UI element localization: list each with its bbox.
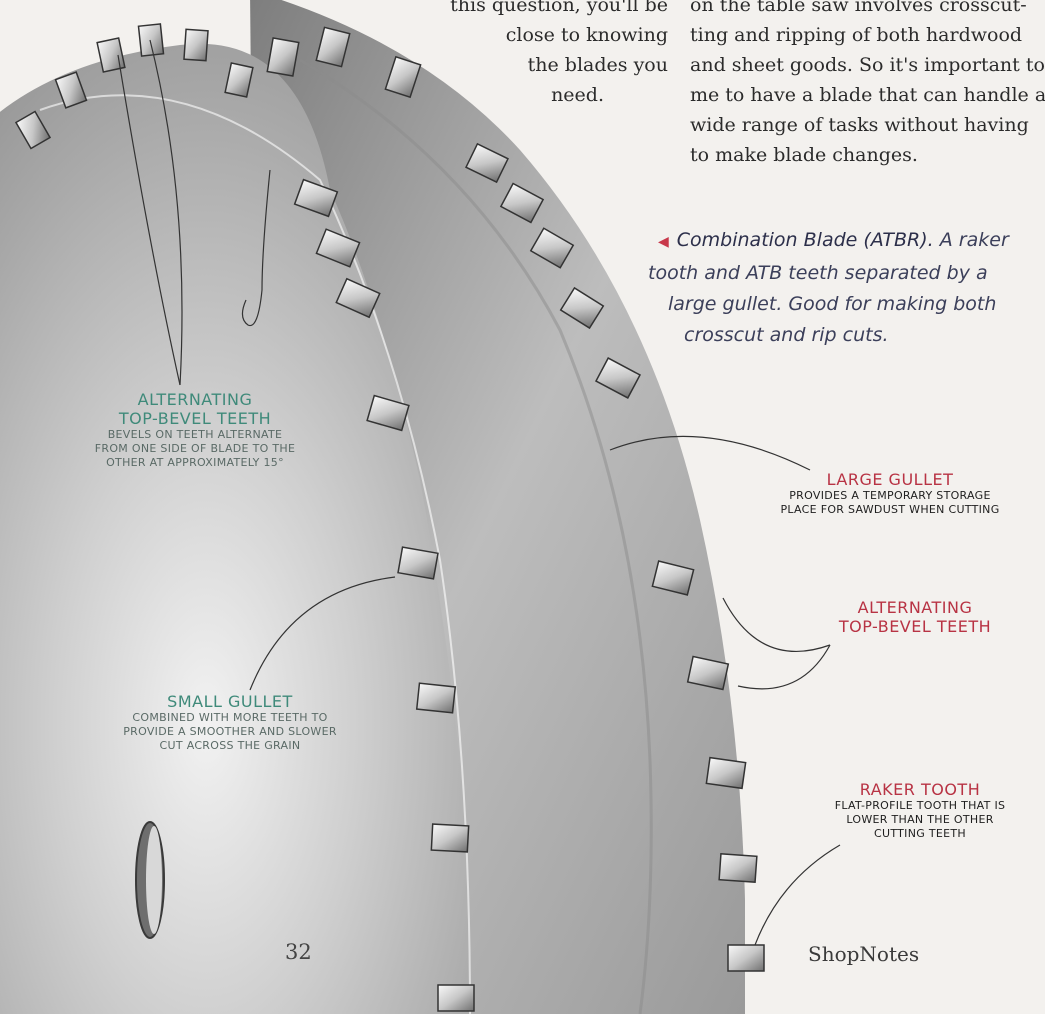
- label-description: FROM ONE SIDE OF BLADE TO THE: [40, 442, 350, 456]
- body-line: this question, you'll be: [400, 0, 668, 20]
- label-raker-tooth: RAKER TOOTH FLAT-PROFILE TOOTH THAT IS L…: [790, 780, 1045, 841]
- leader-raker: [755, 845, 840, 945]
- label-description: COMBINED WITH MORE TEETH TO: [60, 711, 400, 725]
- figure-caption: ◀ Combination Blade (ATBR). A raker tooth…: [648, 225, 1045, 351]
- caption-line: A raker: [940, 229, 1009, 251]
- leader-atb-right-2: [738, 645, 830, 689]
- body-line: to make blade changes.: [690, 140, 1045, 170]
- label-description: OTHER AT APPROXIMATELY 15°: [40, 456, 350, 470]
- label-description: PROVIDE A SMOOTHER AND SLOWER: [60, 725, 400, 739]
- label-small-gullet: SMALL GULLET COMBINED WITH MORE TEETH TO…: [60, 692, 400, 753]
- triangle-left-icon: ◀: [658, 234, 669, 250]
- label-description: PROVIDES A TEMPORARY STORAGE: [720, 489, 1045, 503]
- label-heading: RAKER TOOTH: [790, 780, 1045, 799]
- caption-line: tooth and ATB teeth separated by a: [648, 258, 1045, 289]
- label-description: CUT ACROSS THE GRAIN: [60, 739, 400, 753]
- body-line: the blades you: [400, 50, 668, 80]
- label-description: FLAT-PROFILE TOOTH THAT IS: [790, 799, 1045, 813]
- caption-line: crosscut and rip cuts.: [648, 320, 1045, 351]
- label-description: LOWER THAN THE OTHER: [790, 813, 1045, 827]
- label-heading: ALTERNATING: [40, 390, 350, 409]
- label-alternating-top-bevel-left: ALTERNATING TOP-BEVEL TEETH BEVELS ON TE…: [40, 390, 350, 470]
- body-line: need.: [400, 80, 668, 110]
- body-line: ting and ripping of both hardwood: [690, 20, 1045, 50]
- caption-line: large gullet. Good for making both: [648, 289, 1045, 320]
- label-heading: TOP-BEVEL TEETH: [800, 617, 1030, 636]
- body-line: wide range of tasks without having: [690, 110, 1045, 140]
- body-text-left-column: this question, you'll be close to knowin…: [400, 0, 668, 110]
- label-description: CUTTING TEETH: [790, 827, 1045, 841]
- label-description: PLACE FOR SAWDUST WHEN CUTTING: [720, 503, 1045, 517]
- body-line: me to have a blade that can handle a: [690, 80, 1045, 110]
- label-description: BEVELS ON TEETH ALTERNATE: [40, 428, 350, 442]
- label-heading: SMALL GULLET: [60, 692, 400, 711]
- label-large-gullet: LARGE GULLET PROVIDES A TEMPORARY STORAG…: [720, 470, 1045, 517]
- caption-title: Combination Blade (ATBR).: [677, 229, 934, 251]
- footer-brand: ShopNotes: [808, 942, 919, 966]
- label-heading: LARGE GULLET: [720, 470, 1045, 489]
- body-text-right-column: on the table saw involves crosscut- ting…: [690, 0, 1045, 170]
- label-heading: ALTERNATING: [800, 598, 1030, 617]
- page-number: 32: [285, 940, 312, 964]
- body-line: and sheet goods. So it's important to: [690, 50, 1045, 80]
- body-line: close to knowing: [400, 20, 668, 50]
- label-heading: TOP-BEVEL TEETH: [40, 409, 350, 428]
- label-alternating-top-bevel-right: ALTERNATING TOP-BEVEL TEETH: [800, 598, 1030, 636]
- body-line: on the table saw involves crosscut-: [690, 0, 1045, 20]
